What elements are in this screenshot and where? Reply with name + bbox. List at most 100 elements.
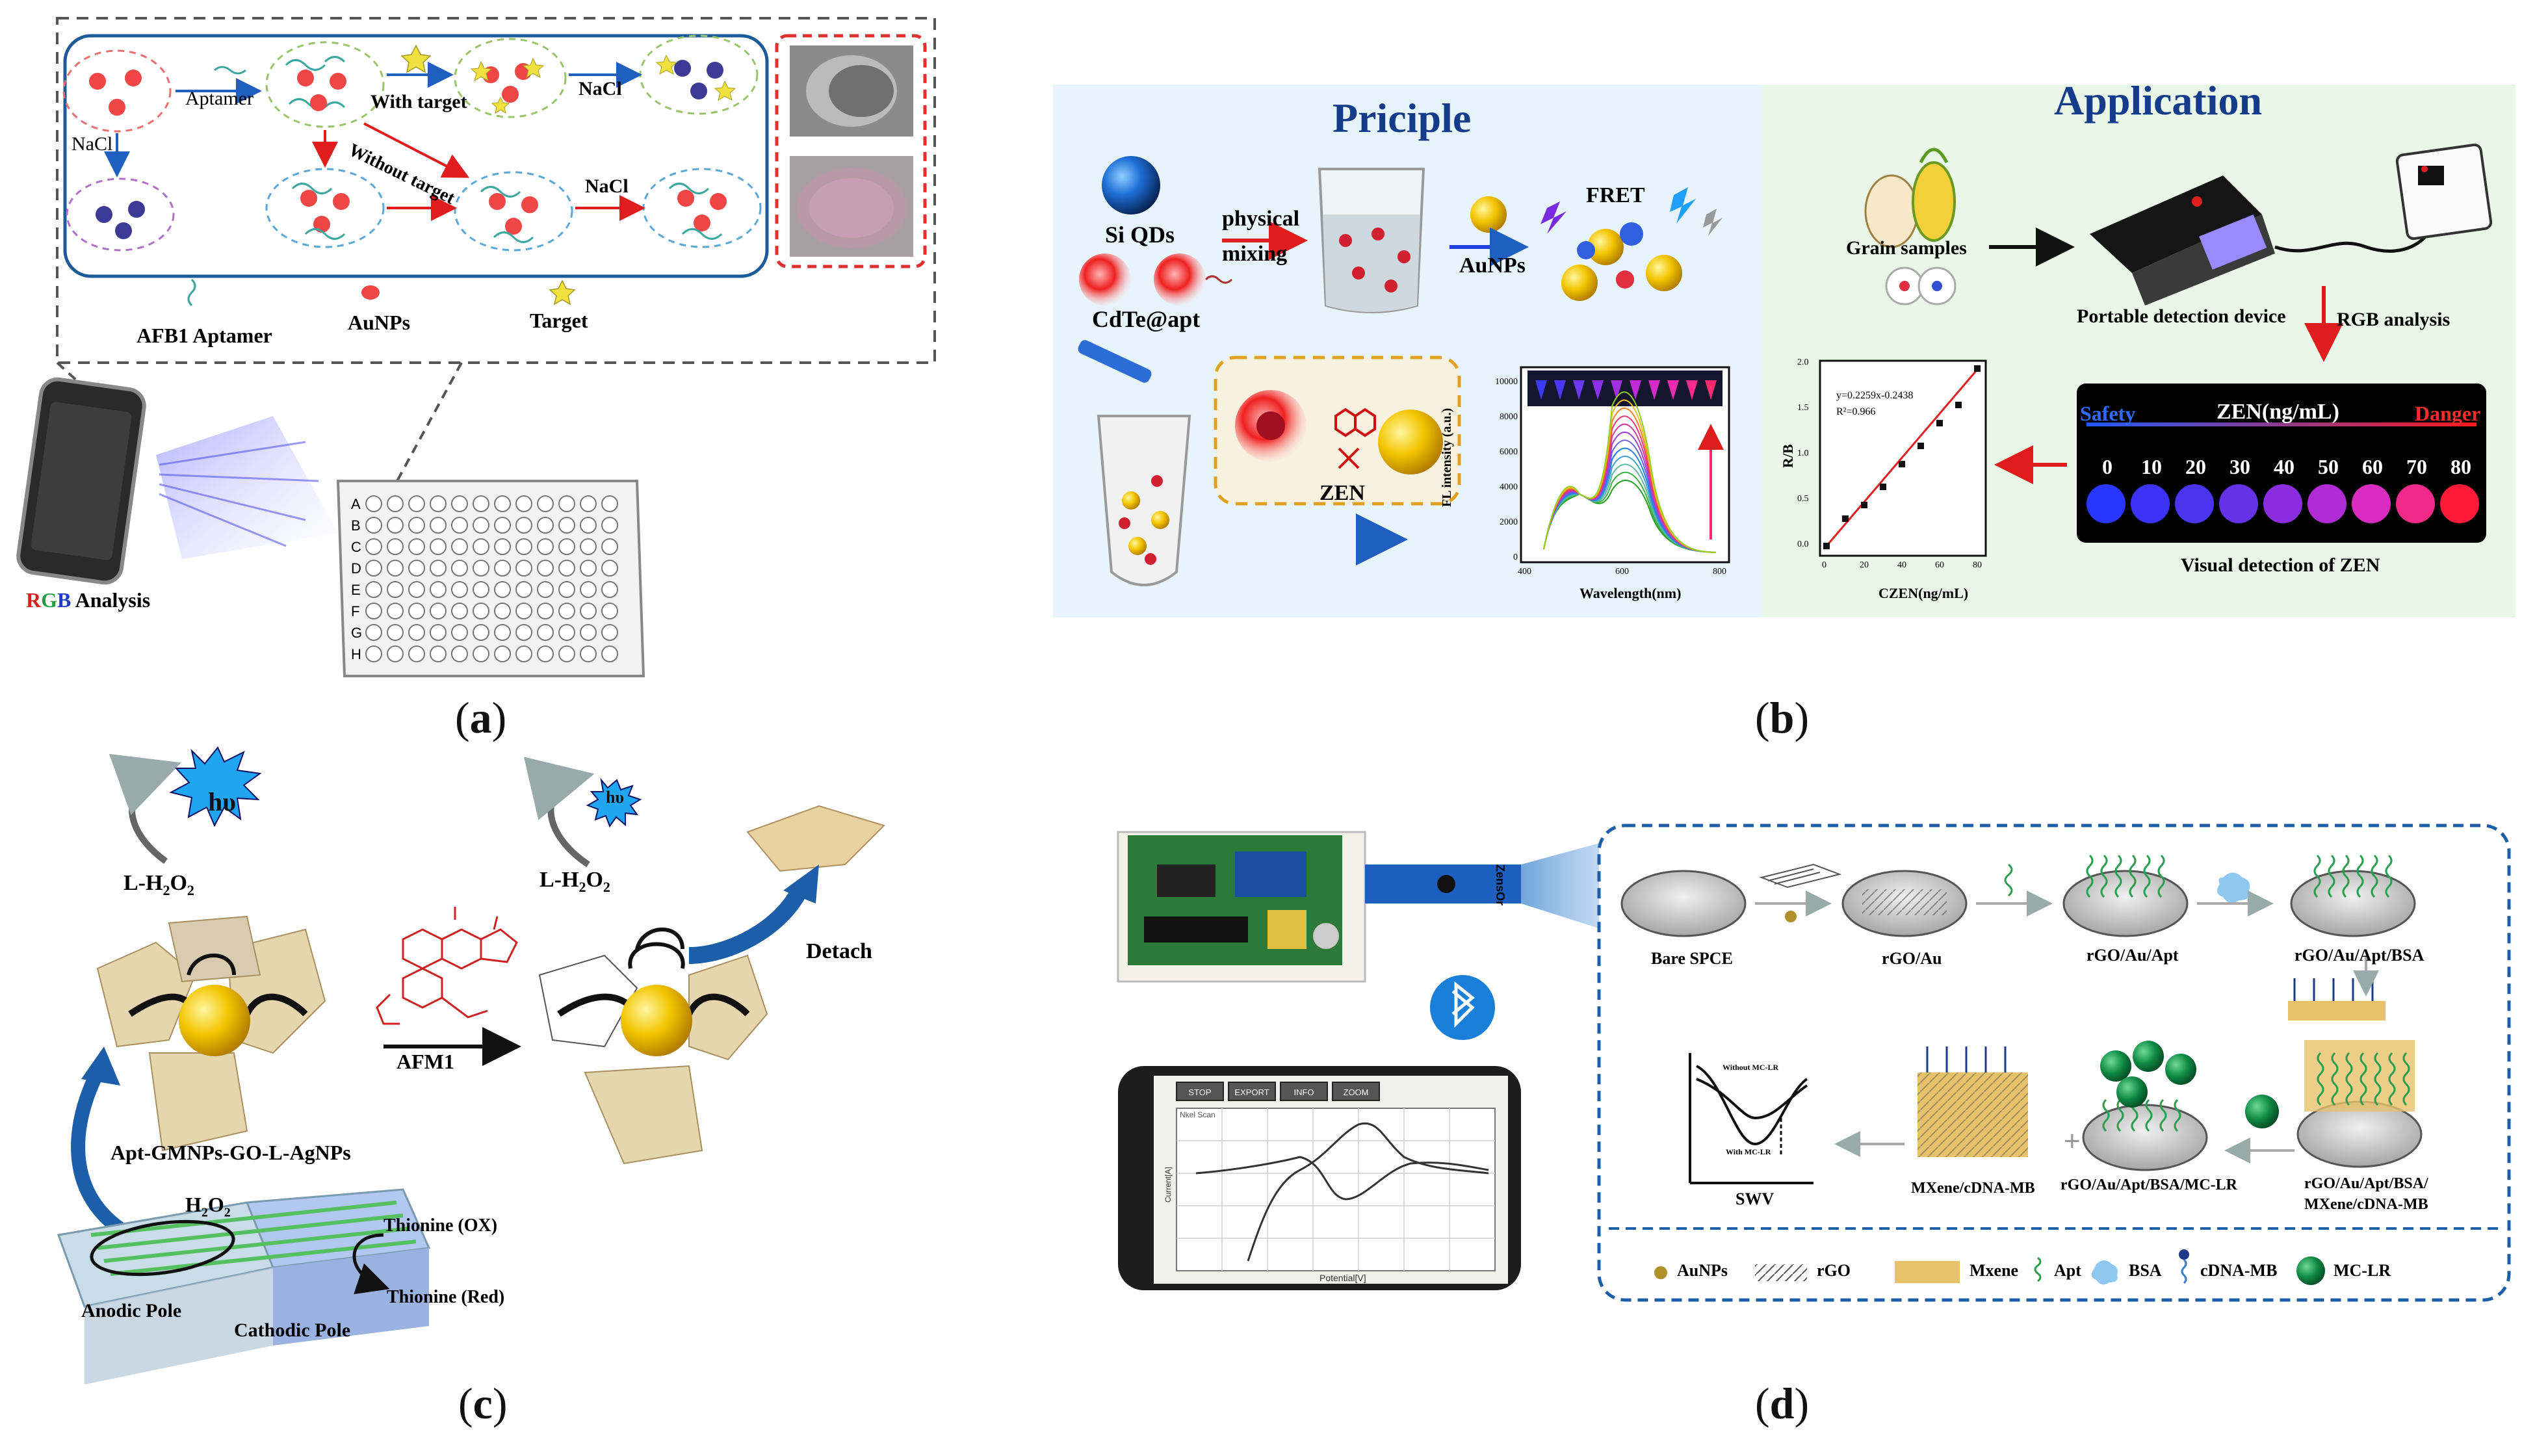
plate-well [558, 581, 575, 598]
plate-well [387, 603, 404, 619]
panel-label-d: (d) [1755, 1379, 1810, 1428]
plate-well [451, 538, 468, 555]
aptamer-legend-icon [187, 278, 196, 307]
detach-arrow [688, 886, 807, 964]
aunp-small-icon [1785, 911, 1797, 922]
bare-spce [1620, 870, 1747, 937]
plate-well [537, 603, 554, 619]
label-with-mclr: With MC-LR [1726, 1147, 1771, 1156]
aunp [333, 193, 350, 210]
aptamer-tail [1204, 275, 1233, 284]
aunp [109, 99, 125, 116]
rgb-r: R [26, 588, 42, 612]
plate-well [365, 495, 382, 512]
aunp [297, 70, 314, 86]
label-nacl-left: NaCl [72, 133, 113, 155]
plate-well [558, 624, 575, 641]
si-qd-icon [1102, 156, 1160, 214]
plate-well [451, 603, 468, 619]
phone-button-info[interactable] [1280, 1082, 1328, 1101]
plate-well [408, 581, 425, 598]
plate-well [601, 538, 618, 555]
calibration-points [1823, 365, 1981, 549]
plate-well [451, 645, 468, 662]
rgb-analysis-label: RGB Analysis [26, 588, 150, 612]
phone-button-stop[interactable] [1176, 1082, 1224, 1101]
fl-vial [1611, 380, 1622, 400]
cal-ytick: 2.0 [1797, 358, 1809, 367]
label-zen-unit: ZEN(ng/mL) [2216, 400, 2339, 424]
anodic-pole-side [84, 1268, 273, 1384]
calibration-point [1936, 420, 1943, 426]
color-dot [2396, 484, 2435, 523]
plate-well [451, 581, 468, 598]
panel-a [16, 17, 936, 677]
plate-well [365, 624, 382, 641]
phone-button-zoom[interactable] [1332, 1082, 1380, 1101]
strand [2145, 1098, 2153, 1132]
plate-well [473, 603, 489, 619]
plate-well [537, 624, 554, 641]
concentration-value: 20 [2185, 455, 2206, 478]
color-dot [2352, 484, 2391, 523]
cycle-arrow-2 [523, 757, 595, 868]
strand [2116, 1098, 2124, 1132]
phone-button-label: EXPORT [1234, 1087, 1269, 1097]
label-rgb-analysis: RGB analysis [2337, 309, 2450, 330]
grain-sample-icon [1864, 148, 1956, 306]
plate-row-letter: B [351, 517, 361, 534]
legend-text: rGO [1817, 1261, 1851, 1280]
plate-well [365, 581, 382, 598]
zen-molecule-icon [1334, 408, 1376, 469]
fl-vial [1667, 380, 1679, 400]
calibration-point [1918, 443, 1924, 449]
color-dot [2263, 484, 2302, 523]
aunp [89, 73, 106, 90]
mclr-electrode [2082, 1104, 2208, 1171]
plate-well [387, 495, 404, 512]
panel-label-b: (b) [1755, 693, 1810, 742]
cal-ytick: 0.0 [1797, 540, 1809, 549]
plate-well [558, 645, 575, 662]
fl-ytick: 8000 [1500, 412, 1518, 422]
plus-sign: + [2064, 1125, 2081, 1157]
aptamer-coated-aunps [285, 56, 346, 110]
plate-well [558, 517, 575, 534]
plate-well [451, 495, 468, 512]
phone-button-export[interactable] [1228, 1082, 1276, 1101]
plate-well [494, 581, 511, 598]
mc-lr-icon [2245, 1095, 2279, 1128]
aunps-group-aptamer [265, 41, 385, 128]
aunp-aggregated [96, 206, 112, 223]
label-nacl-mid: NaCl [585, 176, 629, 197]
concentration-value: 0 [2102, 455, 2112, 478]
light-beam [156, 416, 338, 559]
graphene-sheet-top [746, 805, 885, 872]
electrode-channels [90, 1201, 417, 1276]
concentration-value: 10 [2141, 455, 2162, 478]
concentration-value: 60 [2362, 455, 2383, 478]
legend-text: MC-LR [2334, 1261, 2391, 1280]
label-detach: Detach [806, 939, 872, 963]
cdte-qd-icon [1154, 254, 1206, 306]
calibration-point [1823, 543, 1830, 549]
complex-before [96, 915, 326, 1152]
label-nacl-top: NaCl [578, 78, 622, 99]
legend-target-text: Target [530, 309, 588, 332]
sensor-scheme-box [1597, 824, 2511, 1302]
plate-well [558, 538, 575, 555]
aunp-aggregated [115, 222, 132, 239]
plate-well [494, 495, 511, 512]
arrow-up-head [81, 1046, 120, 1086]
fl-vials [1535, 380, 1717, 400]
aunps-group-with-target [454, 38, 567, 118]
concentration-value: 50 [2318, 455, 2339, 478]
lightning-icon [1670, 187, 1696, 224]
plate-well [494, 603, 511, 619]
aunp [710, 193, 727, 210]
h2o2-text: H [185, 1193, 202, 1216]
label-with-target: With target [370, 91, 467, 112]
strand [2328, 854, 2335, 898]
test-tube [1097, 415, 1191, 586]
